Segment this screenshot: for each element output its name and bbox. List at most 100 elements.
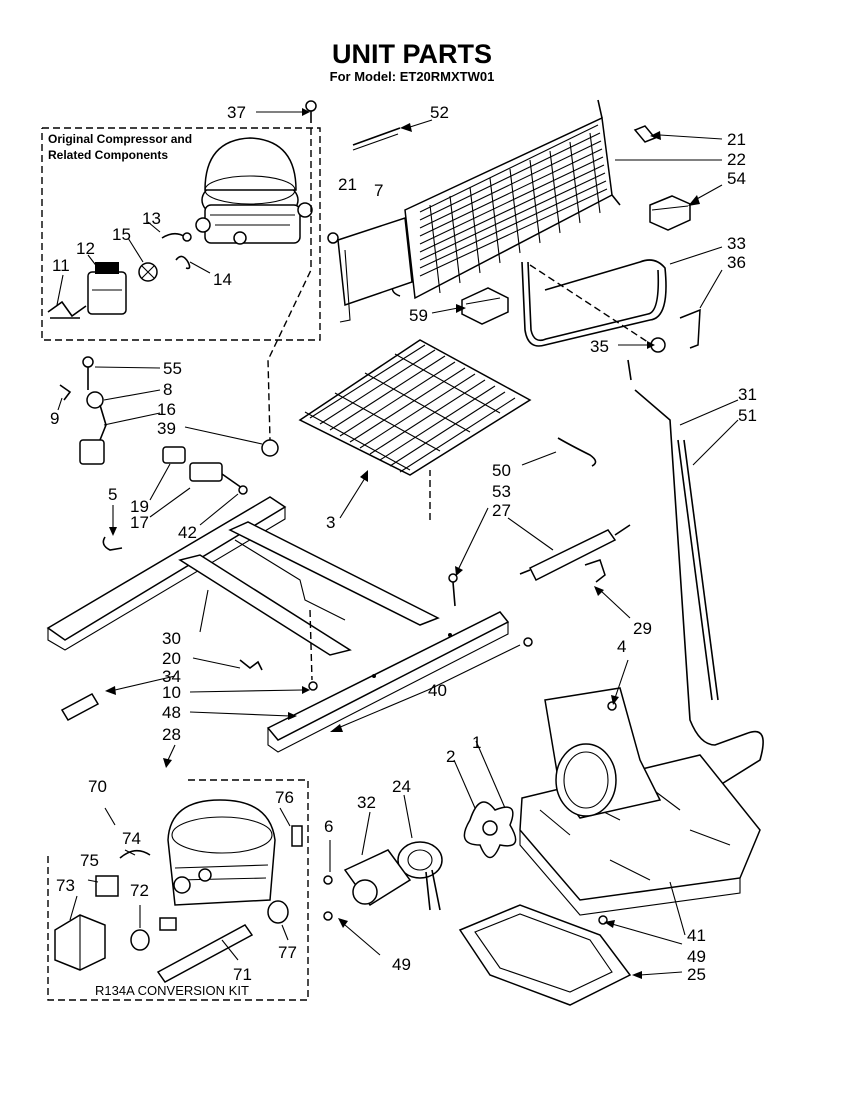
relay-icon: [87, 262, 127, 315]
drain-pan-icon: [458, 904, 632, 1006]
conversion-kit-group: R134A CONVERSION KIT: [47, 779, 309, 1001]
callout-35: 35: [590, 337, 609, 356]
callout-34: 34: [162, 667, 181, 686]
callout-40: 40: [428, 681, 447, 700]
callout-1: 1: [472, 733, 481, 752]
callout-30: 30: [162, 629, 181, 648]
callout-10: 10: [162, 683, 181, 702]
compressor-icon: [195, 137, 313, 245]
callout-77: 77: [278, 943, 297, 962]
callout-36: 36: [727, 253, 746, 272]
frame-rail-left: [46, 496, 287, 651]
callout-24: 24: [392, 777, 411, 796]
screw-42: [238, 485, 248, 495]
cap-8: [86, 391, 104, 409]
condenser-coil-icon: [389, 99, 621, 300]
wire-clip-13: [161, 232, 186, 239]
callout-16: 16: [157, 400, 176, 419]
sensor-16: [79, 439, 105, 465]
callout-54: 54: [727, 169, 746, 188]
callout-70: 70: [88, 777, 107, 796]
overload-72: [130, 929, 150, 951]
callout-50: 50: [492, 461, 511, 480]
callout-12: 12: [76, 239, 95, 258]
clamp-36: [679, 308, 701, 349]
callout-72: 72: [130, 881, 149, 900]
screw-4: [607, 701, 617, 711]
fan-motor-icon: [397, 841, 443, 911]
model-subtitle: For Model: ET20RMXTW01: [330, 69, 495, 84]
callout-59: 59: [409, 306, 428, 325]
callout-2: 2: [446, 747, 455, 766]
relay-73: [54, 914, 106, 971]
clip-14: [175, 255, 191, 270]
callout-21-right: 21: [727, 130, 746, 149]
connector-75: [95, 875, 119, 897]
kit-box-label: R134A CONVERSION KIT: [95, 983, 249, 998]
rail-40: [266, 611, 510, 753]
callout-75: 75: [80, 851, 99, 870]
callout-33: 33: [727, 234, 746, 253]
clip-54: [649, 195, 691, 231]
callout-32: 32: [357, 793, 376, 812]
bracket-11: [47, 300, 87, 318]
page-title: UNIT PARTS: [332, 39, 492, 69]
screw-21: [327, 232, 339, 244]
shaft-34: [60, 693, 100, 721]
gasket-52: [352, 127, 401, 146]
motor-bracket-32: [343, 849, 412, 907]
callout-55: 55: [163, 359, 182, 378]
evaporator-coil-3: [298, 339, 532, 476]
callout-6: 6: [324, 817, 333, 836]
callout-49-right: 49: [687, 947, 706, 966]
compressor-box-title-line2: Related Components: [48, 148, 168, 162]
clip-72b: [159, 917, 177, 931]
callout-48: 48: [162, 703, 181, 722]
original-compressor-group: Original Compressor and Related Componen…: [41, 127, 321, 341]
callout-3: 3: [326, 513, 335, 532]
callout-41: 41: [687, 926, 706, 945]
callout-42: 42: [178, 523, 197, 542]
tube-50: [557, 437, 597, 467]
connector-19: [162, 446, 186, 464]
callout-74: 74: [122, 829, 141, 848]
kit-compressor-icon: [167, 799, 276, 906]
clip-9: [59, 384, 72, 401]
compressor-box-border: [41, 127, 321, 341]
harness-74: [119, 849, 151, 859]
callout-7: 7: [374, 181, 383, 200]
callout-28: 28: [162, 725, 181, 744]
callout-51: 51: [738, 406, 757, 425]
thermostat-59: [461, 287, 509, 325]
callout-13: 13: [142, 209, 161, 228]
screw-10: [308, 681, 318, 691]
callout-39: 39: [157, 419, 176, 438]
callout-19: 19: [130, 497, 149, 516]
callout-76: 76: [275, 788, 294, 807]
frame-crossmember-30: [178, 521, 440, 656]
callout-52: 52: [430, 103, 449, 122]
clip-29: [584, 559, 606, 583]
callout-21-left: 21: [338, 175, 357, 194]
compressor-box-title-line1: Original Compressor and: [48, 132, 192, 146]
callout-17: 17: [130, 513, 149, 532]
clip-20: [239, 659, 263, 671]
switch-17: [189, 462, 223, 482]
kit-box-border: [47, 779, 309, 1001]
heater-tube-33: [521, 259, 667, 347]
screw-21b: [633, 125, 657, 143]
grommet-39: [261, 439, 279, 457]
tube-31: [634, 389, 749, 746]
screw-6: [323, 875, 333, 885]
callout-9: 9: [50, 409, 59, 428]
callout-37: 37: [227, 103, 246, 122]
drier-71: [156, 924, 254, 983]
clip-5: [102, 536, 123, 551]
callout-29: 29: [633, 619, 652, 638]
callout-labels: 37 52 21 7 21 22 54 13 15 12 11 14 33 36…: [50, 103, 757, 984]
drier-27: [519, 524, 631, 582]
callout-27: 27: [492, 501, 511, 520]
fan-shroud: [544, 687, 662, 819]
screw-53: [448, 573, 458, 583]
callout-73: 73: [56, 876, 75, 895]
